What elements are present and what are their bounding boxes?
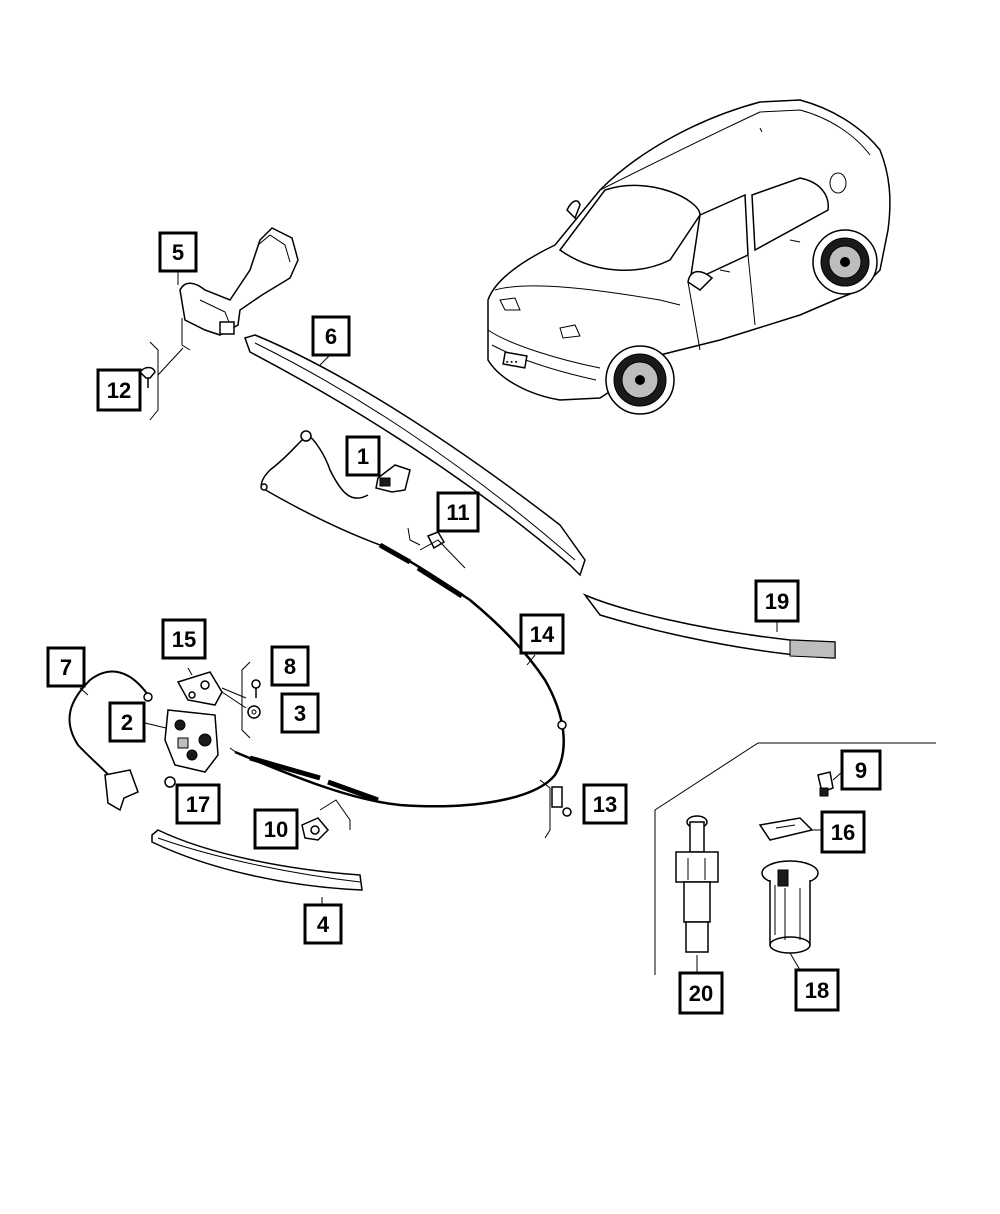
callout-10: 10 [253, 808, 299, 850]
vehicle-illustration: ▪ ▪ ▪ [487, 99, 891, 415]
callout-5-label: 5 [172, 240, 184, 265]
callout-13-label: 13 [593, 792, 617, 817]
front-wheel [605, 345, 675, 415]
callout-12: 12 [96, 368, 142, 412]
part-1-release-handle [375, 464, 411, 493]
part-14-release-cable [229, 542, 567, 808]
callout-4: 4 [303, 903, 343, 945]
part-13-clip [551, 786, 572, 817]
part-16-pad [758, 817, 814, 841]
callout-19: 19 [754, 579, 800, 623]
part-7-release-cable [68, 670, 153, 812]
part-19-seal-strip [582, 593, 836, 659]
callout-18: 18 [794, 968, 840, 1012]
callout-17-label: 17 [186, 792, 210, 817]
callout-19-label: 19 [765, 589, 789, 614]
part-9-clip [817, 771, 834, 797]
callout-14-label: 14 [530, 622, 555, 647]
callout-20-label: 20 [689, 981, 713, 1006]
callout-15: 15 [161, 618, 207, 660]
callout-3-label: 3 [294, 701, 306, 726]
callout-15-label: 15 [172, 627, 196, 652]
callout-1: 1 [345, 435, 381, 477]
callout-8: 8 [270, 645, 310, 687]
part-5-hood-hinge [179, 227, 299, 351]
callout-12-label: 12 [107, 378, 131, 403]
part-17-bolt [164, 776, 176, 788]
part-18-bumper [761, 860, 819, 954]
callout-10-label: 10 [264, 817, 288, 842]
part-15-bracket [176, 671, 223, 706]
callout-9-label: 9 [855, 758, 867, 783]
rear-wheel [812, 229, 878, 295]
callout-13: 13 [582, 783, 628, 825]
part-8-bolt [251, 679, 261, 698]
part-6-seal-strip [244, 334, 586, 577]
part-11-clip [426, 531, 446, 550]
callout-3: 3 [280, 692, 320, 734]
callout-8-label: 8 [284, 654, 296, 679]
callout-16-label: 16 [831, 820, 855, 845]
callout-11: 11 [436, 491, 480, 533]
part-3-nut [247, 705, 261, 719]
part-4-seal-strip [151, 829, 363, 891]
callout-7-label: 7 [60, 655, 72, 680]
callout-14: 14 [519, 613, 565, 655]
callout-1-label: 1 [357, 444, 369, 469]
callout-6: 6 [311, 315, 351, 357]
callout-5: 5 [158, 231, 198, 273]
callout-4-label: 4 [317, 912, 330, 937]
callout-7: 7 [46, 646, 86, 688]
plate-text: ▪ ▪ ▪ [506, 359, 518, 366]
part-10-clip [301, 817, 330, 841]
callout-2-label: 2 [121, 710, 133, 735]
callout-9: 9 [840, 749, 882, 791]
callout-18-label: 18 [805, 978, 829, 1003]
callout-11-label: 11 [446, 500, 469, 525]
callout-16: 16 [820, 810, 866, 854]
part-12-clip [138, 366, 156, 388]
callout-6-label: 6 [325, 324, 337, 349]
part-20-prop [675, 815, 719, 953]
callout-2: 2 [108, 701, 146, 743]
callout-17: 17 [175, 783, 221, 825]
part-2-hood-latch [164, 709, 219, 773]
callout-20: 20 [678, 971, 724, 1015]
